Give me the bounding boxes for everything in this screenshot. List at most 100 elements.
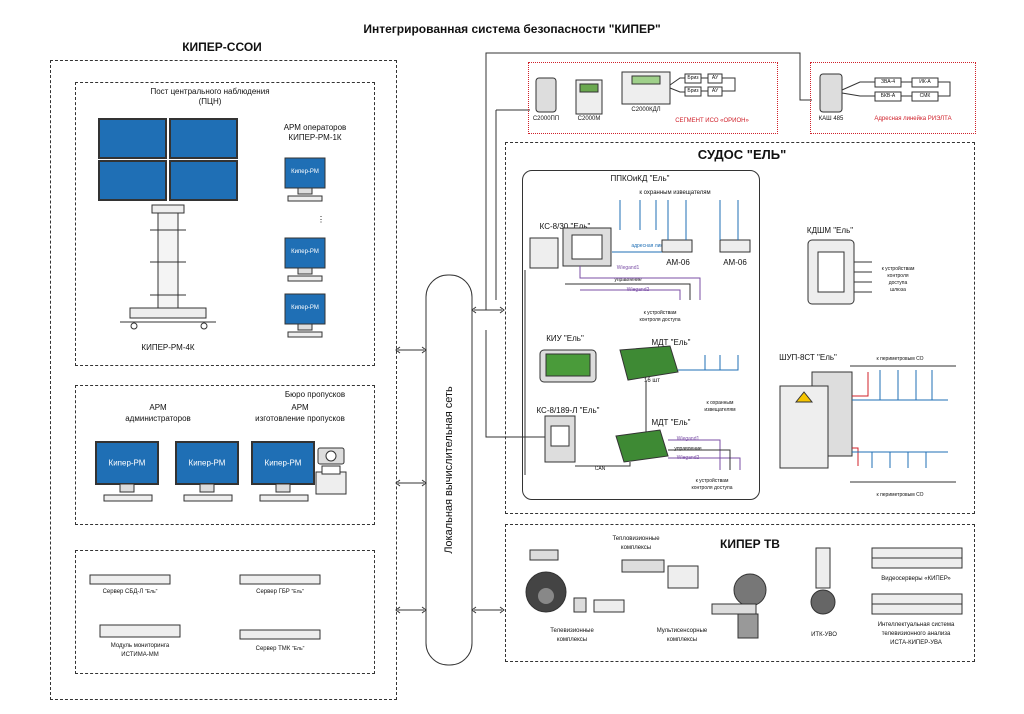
operator-pc-2 [284, 237, 326, 282]
thermal-camera-icon [621, 559, 699, 589]
monitor-module-label: Модуль мониторинга [110, 643, 170, 649]
kdshm-to-dev2: контроля [887, 273, 909, 279]
server-rack-icon [871, 547, 963, 569]
ppko-panel [522, 170, 760, 500]
multisensor-icon [711, 573, 767, 639]
dome-camera-icon [525, 549, 567, 613]
arm-ops-model: КИПЕР-РМ-1К [288, 133, 342, 142]
itk-icon [810, 547, 836, 615]
rielta-dev: КАШ 485 [818, 116, 844, 122]
am06-b: АМ-06 [723, 258, 747, 267]
can-label: CAN [594, 466, 606, 472]
perimeter-bottom: к периметровым СО [876, 492, 924, 498]
to-guard2: к охранным [706, 400, 734, 406]
ssoi-header: КИПЕР-ССОИ [182, 40, 262, 54]
address-line-label: адресная линия [631, 243, 669, 249]
to-guard3: извещателям [704, 407, 736, 413]
operator-pc-3 [284, 293, 326, 338]
rielta-smk: СМК [919, 93, 931, 99]
server-sbd-label: Сервер СБД-Л "Ель" [102, 589, 158, 595]
diagram-title: Интегрированная система безопасности "КИ… [363, 22, 661, 36]
arm-pass-label: АРМ [291, 403, 309, 412]
kdshm-to-dev: к устройствам [881, 266, 915, 272]
itk-label: ИТК-УВО [811, 632, 837, 638]
servers-box [75, 550, 375, 674]
to-access-label-b: к устройствам [695, 478, 729, 484]
tvc-label: Телевизионные [550, 628, 594, 634]
to-access-label2: контроля доступа [639, 317, 681, 323]
ks8189-label: КС-8/189-Л "Ель" [536, 406, 600, 415]
screen-label: Кипер-РМ [291, 249, 319, 255]
thermal-label: Тепловизионные [612, 536, 660, 542]
kdshm-label: КДШМ "Ель" [806, 226, 854, 235]
kdshm-to-dev3: доступа [888, 280, 908, 286]
kiu-label: КИУ "Ель" [546, 334, 584, 343]
orion-au2: АУ [711, 88, 719, 94]
ssoi-outer-box [50, 60, 397, 700]
multi-label2: комплексы [666, 637, 698, 643]
multi-label: Мультисенсорные [656, 628, 708, 634]
screen-label: Кипер-РМ [291, 169, 319, 175]
orion-brig2: Бриз [687, 88, 699, 94]
tv-box [505, 524, 975, 662]
bureau-label: Бюро пропусков [284, 390, 346, 399]
perimeter-top: к периметровым СО [876, 356, 924, 362]
orion-dev1: С2000ПП [532, 116, 560, 122]
to-access-label: к устройствам [643, 310, 677, 316]
screen-label: Кипер-РМ [264, 458, 302, 468]
svg-text:⋮: ⋮ [317, 215, 325, 224]
rielta-label: Адресная линейка РИЭЛТА [874, 116, 952, 122]
rielta-zva: ЗВА-4 [881, 79, 895, 85]
am06-a: АМ-06 [666, 258, 690, 267]
videowall-model: КИПЕР-РМ-4К [141, 343, 195, 352]
rielta-bkv: БКВ-А [880, 93, 896, 99]
thermal-label2: комплексы [620, 545, 652, 551]
printer-icon [315, 465, 347, 495]
monitor-module-model: ИСТИМА-ММ [121, 652, 159, 658]
orion-dev2: С2000М [577, 116, 601, 122]
tvc-label2: комплексы [556, 637, 588, 643]
to-access-label-b2: контроля доступа [691, 485, 733, 491]
ista-label1: Интеллектуальная система [877, 622, 955, 628]
ppko-label: ППКОиКД "Ель" [610, 174, 670, 183]
screen-label: Кипер-РМ [108, 458, 146, 468]
screen-label: Кипер-РМ [291, 305, 319, 311]
server-rack-icon [871, 593, 963, 615]
mdt2-label: МДТ "Ель" [651, 418, 691, 427]
server-tmk-label: Сервер ТМК "Ель" [255, 646, 305, 652]
pcn-label: Пост центрального наблюдения [150, 87, 270, 96]
orion-brig1: Бриз [687, 75, 699, 81]
arm-pass-label2: изготовление пропусков [255, 414, 345, 423]
server-gbr-label: Сервер ГБР "Ель" [256, 589, 304, 595]
orion-au1: АУ [711, 75, 719, 81]
operator-pc-1 [284, 157, 326, 202]
orion-dev3: С2000КДЛ [631, 107, 661, 113]
wiegand1-label-b: Wiegand1 [676, 436, 700, 442]
arm-admin-label: АРМ [149, 403, 167, 412]
shup-label: ШУП-8СТ "Ель" [779, 353, 837, 362]
wiegand1-label: Wiegand1 [616, 265, 640, 271]
videoservers-label: Видеосерверы «КИПЕР» [881, 576, 951, 582]
ista-label2: телевизионного анализа [881, 631, 951, 637]
pcn-abbr: (ПЦН) [198, 97, 222, 106]
tv-header: КИПЕР ТВ [720, 537, 780, 551]
arm-ops-label: АРМ операторов [283, 123, 347, 132]
ks830-label: КС-8/30 "Ель" [539, 222, 591, 231]
kdshm-to-dev4: шлюза [890, 287, 906, 293]
orion-segment-label: СЕГМЕНТ ИСО «ОРИОН» [675, 118, 749, 124]
ista-label3: ИСТА-КИПЕР-УВА [890, 640, 942, 646]
mdt1-label: МДТ "Ель" [651, 338, 691, 347]
rielta-box [810, 62, 976, 134]
screen-label: Кипер-РМ [188, 458, 226, 468]
